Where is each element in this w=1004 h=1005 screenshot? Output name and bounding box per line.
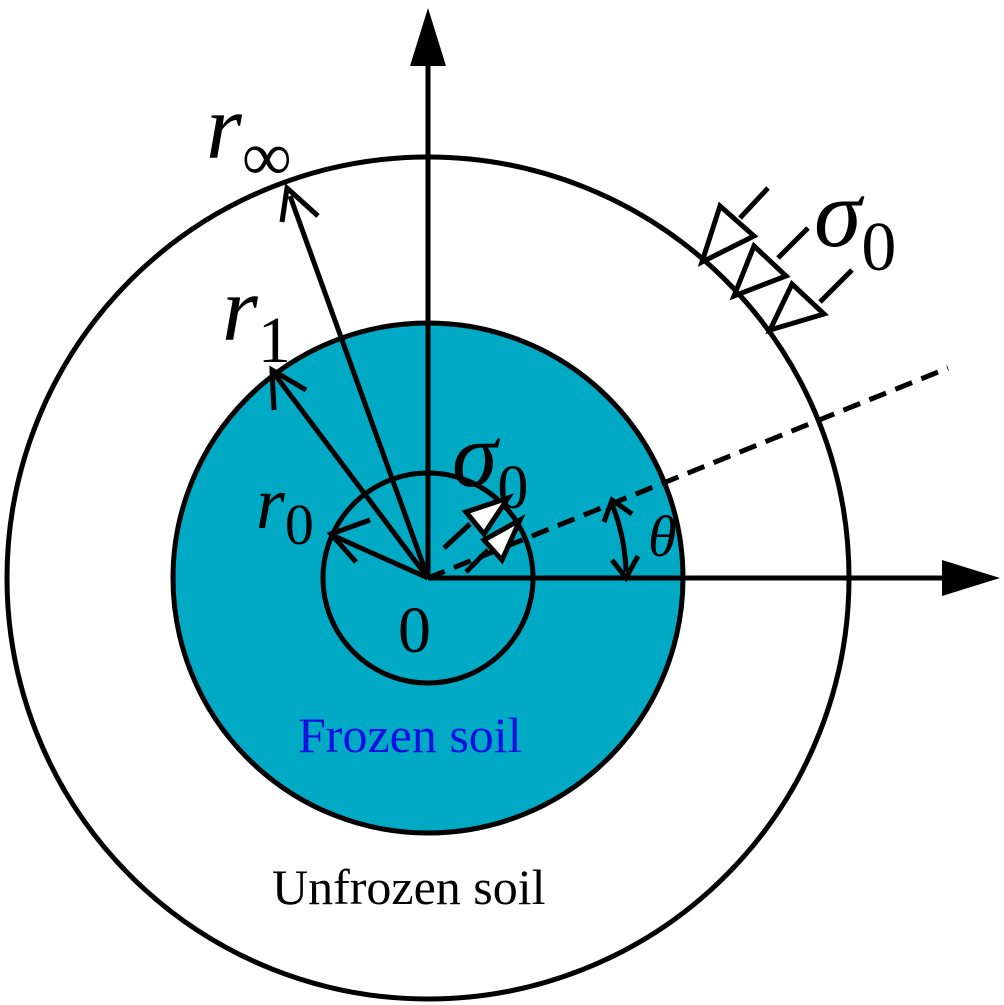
radius-r1-arrow xyxy=(269,365,430,580)
outer-pressure-arrow xyxy=(697,186,770,267)
label-unfrozen-soil: Unfrozen soil xyxy=(272,859,546,915)
outer-pressure-arrows xyxy=(697,186,854,334)
inner-pressure-arrow xyxy=(442,493,515,550)
label-theta: θ xyxy=(648,504,677,569)
outer-pressure-arrow xyxy=(765,268,854,334)
label-frozen-soil: Frozen soil xyxy=(298,707,522,763)
theta-angle-arc xyxy=(601,496,641,583)
label-sigma-inner: σ0 xyxy=(452,404,528,522)
horizontal-axis-arrowhead xyxy=(942,560,1000,596)
inner-pressure-arrows xyxy=(442,493,526,574)
label-r1: r1 xyxy=(222,258,291,377)
label-r0: r0 xyxy=(256,463,314,557)
inner-pressure-arrow xyxy=(464,514,526,574)
label-sigma-outer: σ0 xyxy=(814,160,896,286)
theta-dashed-line xyxy=(427,365,949,581)
radius-r0-arrow xyxy=(326,517,430,581)
radius-r-inf-arrow xyxy=(279,183,431,579)
vertical-axis-arrowhead xyxy=(410,8,446,66)
label-origin: 0 xyxy=(398,594,431,667)
outer-pressure-arrow xyxy=(729,226,810,301)
label-r-inf: r∞ xyxy=(206,76,292,196)
